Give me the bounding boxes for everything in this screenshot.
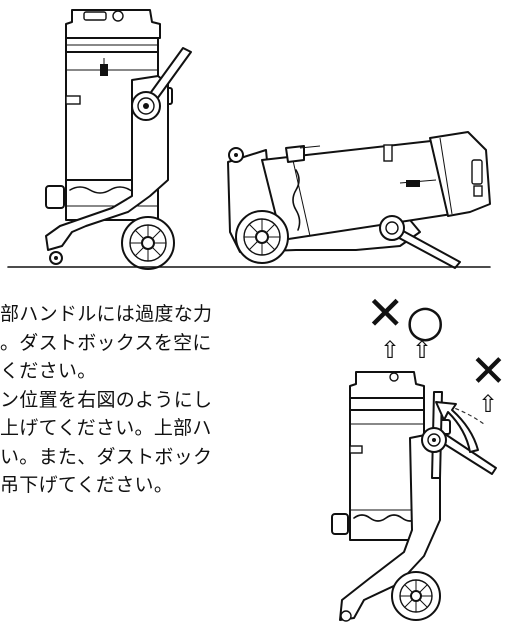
instruction-line: 吊下げてください。 <box>0 474 174 496</box>
up-arrow-icon: ⇧ <box>478 390 499 418</box>
prohibited-lift-mark-top: ✕ <box>366 286 405 340</box>
instruction-line: い。また、ダストボック <box>0 445 213 468</box>
tilted-vacuum-figure <box>227 131 491 269</box>
upright-vacuum-figure <box>45 9 192 270</box>
instruction-line: 部ハンドルには過度な力 <box>0 303 213 325</box>
up-arrow-icon: ⇧ <box>380 336 401 364</box>
handle-position-figure <box>331 371 497 622</box>
instruction-line: ン位置を右図のようにし <box>0 388 213 411</box>
up-arrow-icon: ⇧ <box>412 336 433 364</box>
instruction-line: 。ダストボックスを空に <box>0 331 212 354</box>
instruction-text: 部ハンドルには過度な力 。ダストボックスを空に ください。 ン位置を右図のように… <box>0 300 330 500</box>
prohibited-lift-mark-handle: ✕ <box>470 346 507 397</box>
allowed-lift-mark: ○ <box>406 296 445 347</box>
instruction-line: ください。 <box>0 360 97 382</box>
instruction-line: 上げてください。上部ハ <box>0 417 212 439</box>
